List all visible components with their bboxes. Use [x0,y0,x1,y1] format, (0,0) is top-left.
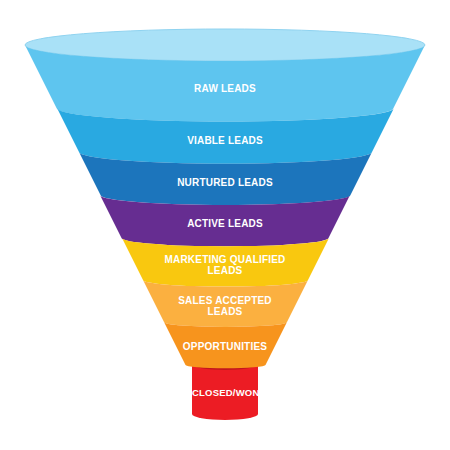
band-fill [122,238,329,287]
band-label-box: CLOSED/WON [192,368,258,416]
band-label-box: NURTURED LEADS [79,164,372,201]
band-label: NURTURED LEADS [125,177,325,188]
band-fill [164,322,287,368]
funnel-band: RAW LEADS [25,45,425,123]
band-label-wrap: VIABLE LEADS [125,135,325,146]
band-label-box: MARKETING QUALIFIED LEADS [122,246,329,284]
band-label-box: ACTIVE LEADS [100,205,350,243]
band-label: ACTIVE LEADS [135,218,315,229]
band-label: CLOSED/WON [192,387,258,398]
band-fill [100,195,350,246]
funnel-rim [25,29,425,61]
outlet-cap [192,358,258,370]
funnel-rim-edge [25,29,425,61]
band-label: SALES ACCEPTED LEADS [175,295,275,317]
band-fill [79,152,372,205]
band-label: VIABLE LEADS [125,135,325,146]
band-label-box: VIABLE LEADS [57,121,394,159]
band-label-box: RAW LEADS [25,61,425,116]
band-fill [192,364,258,420]
band-label-wrap: MARKETING QUALIFIED LEADS [158,254,293,276]
band-label-wrap: OPPORTUNITIES [170,341,280,352]
band-label: MARKETING QUALIFIED LEADS [158,254,293,276]
band-label-wrap: NURTURED LEADS [125,177,325,188]
band-fill [57,108,394,164]
band-label-wrap: CLOSED/WON [192,387,258,398]
band-fill [143,280,308,327]
band-label-wrap: RAW LEADS [125,83,325,94]
funnel-band: OPPORTUNITIES [164,322,287,370]
funnel-band: ACTIVE LEADS [100,195,350,248]
band-label-box: SALES ACCEPTED LEADS [143,287,308,325]
funnel-band: NURTURED LEADS [79,152,372,207]
band-label: RAW LEADS [125,83,325,94]
band-label-wrap: SALES ACCEPTED LEADS [175,295,275,317]
band-label: OPPORTUNITIES [170,341,280,352]
band-label-wrap: ACTIVE LEADS [135,218,315,229]
funnel-band: SALES ACCEPTED LEADS [143,280,308,329]
funnel-band: MARKETING QUALIFIED LEADS [122,238,329,289]
band-fill [25,45,425,121]
funnel-band: VIABLE LEADS [57,108,394,166]
band-label-box: OPPORTUNITIES [164,327,287,367]
